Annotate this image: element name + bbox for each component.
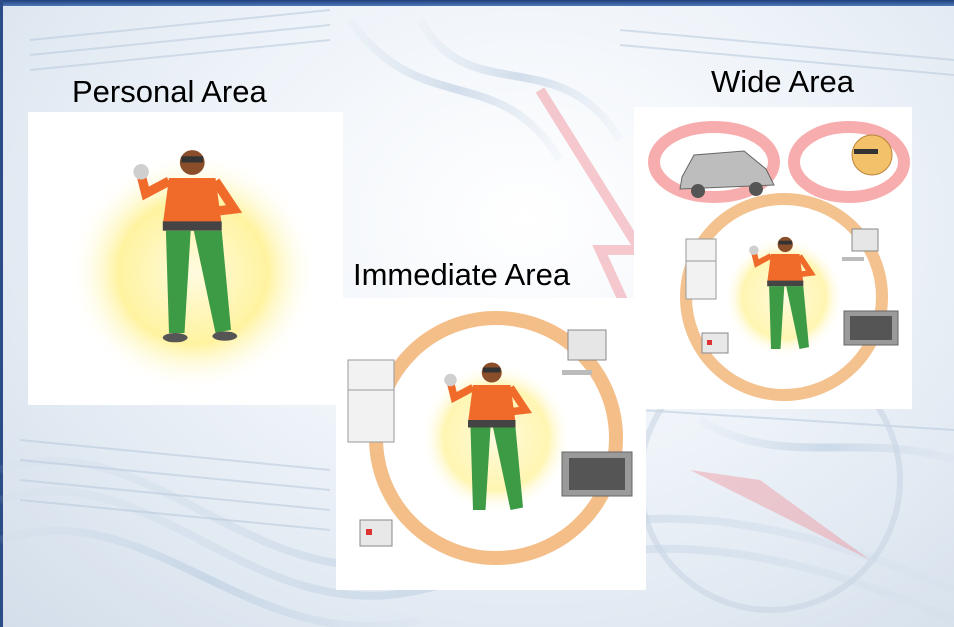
person-icon [749,236,816,349]
personal-area-label: Personal Area [72,74,267,109]
refrigerator-icon [347,359,395,443]
immediate-area-label: Immediate Area [353,257,571,292]
person-icon [444,362,533,510]
slide-left-border [0,0,3,627]
person-icon [133,150,243,343]
wide-area-panel [634,107,912,409]
computer-icon [842,228,879,261]
television-icon [843,310,899,346]
toaster-icon [701,332,729,354]
refrigerator-icon [685,238,717,300]
person-head-icon [851,134,893,176]
immediate-area-panel [336,298,646,590]
television-icon [561,451,633,497]
slide-top-bar [0,0,954,6]
computer-icon [562,329,607,375]
car-icon [679,150,775,198]
toaster-icon [359,519,393,547]
personal-area-panel [28,112,343,405]
wide-area-label: Wide Area [711,64,855,99]
